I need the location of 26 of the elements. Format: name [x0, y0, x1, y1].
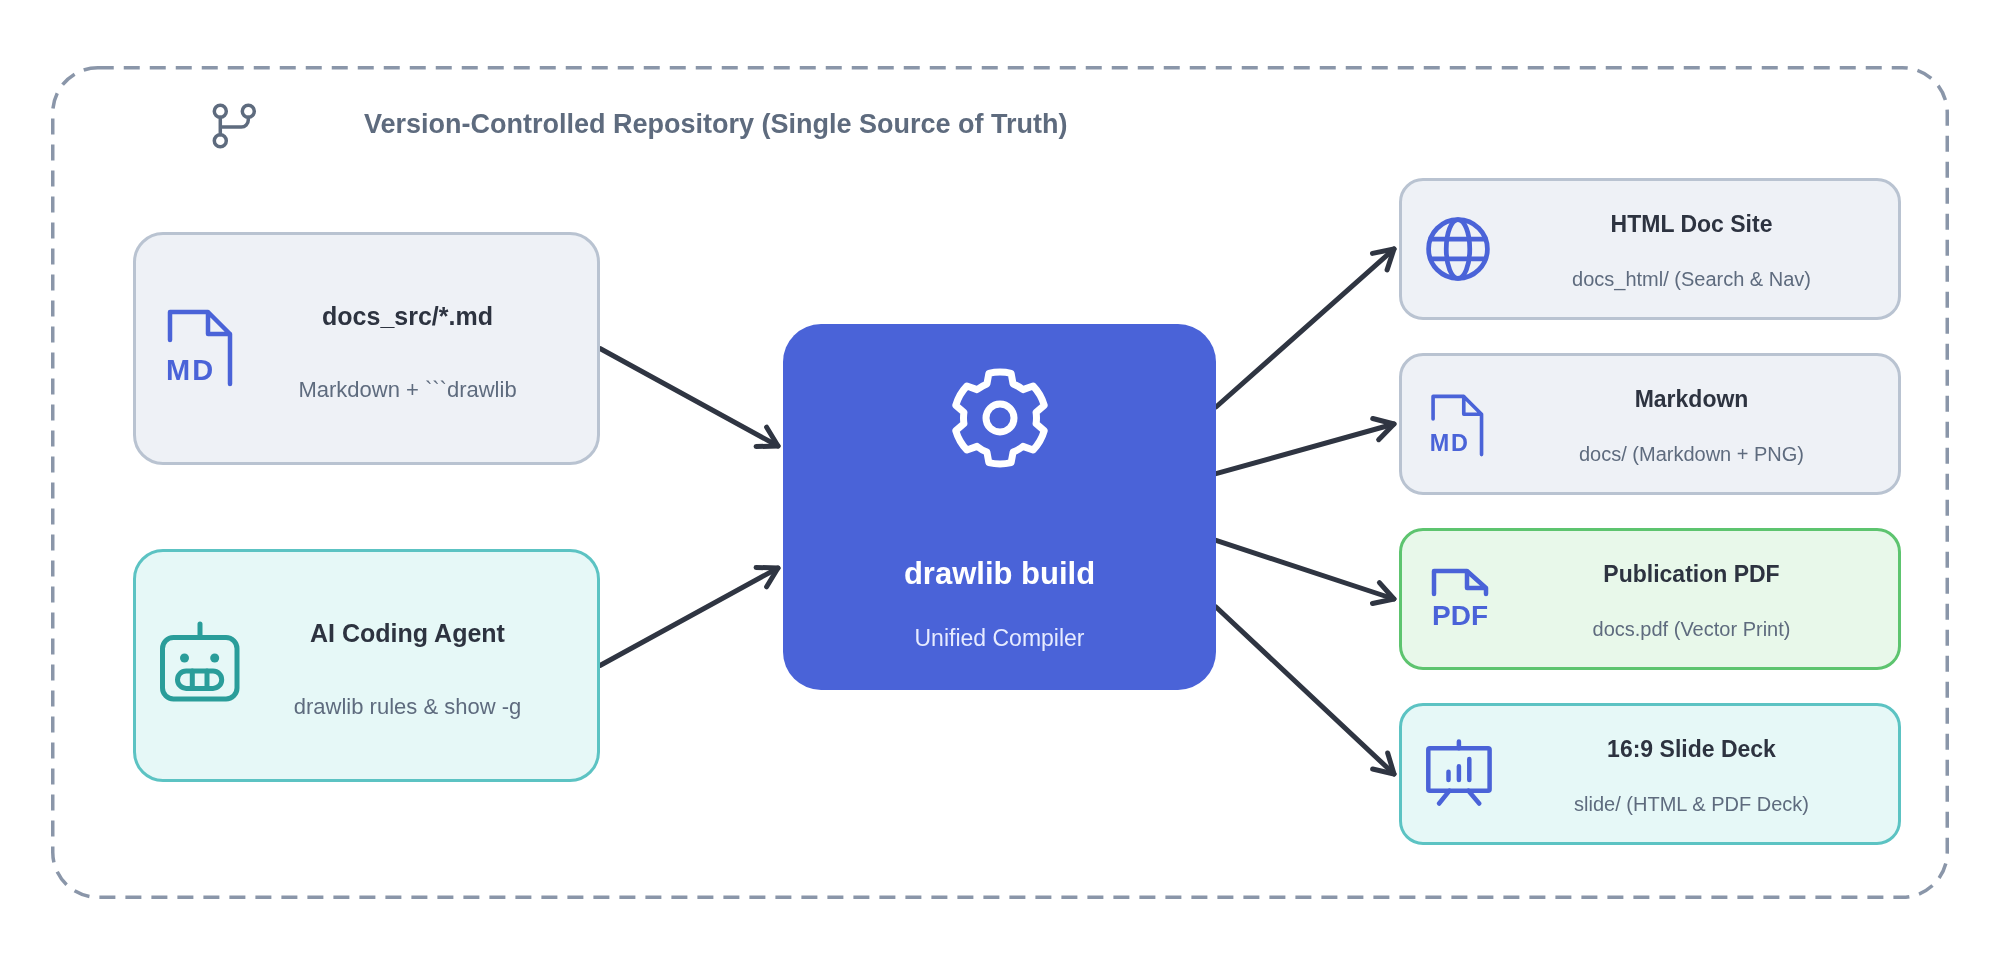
node-subtitle: Markdown + ```drawlib — [298, 376, 517, 403]
node-title: Publication PDF — [1603, 560, 1780, 589]
node-subtitle: drawlib rules & show -g — [293, 693, 522, 720]
node-subtitle: Unified Compiler — [914, 625, 1085, 653]
node-title: docs_src/*.md — [322, 300, 493, 331]
node-subtitle: slide/ (HTML & PDF Deck) — [1574, 791, 1809, 816]
node-title: HTML Doc Site — [1610, 210, 1773, 239]
output-card — [1399, 528, 1901, 670]
output-card — [1399, 353, 1901, 495]
source-card — [133, 232, 600, 465]
output-card — [1399, 703, 1901, 845]
node-subtitle: docs/ (Markdown + PNG) — [1578, 441, 1805, 466]
group-title: Version-Controlled Repository (Single Source of Truth) — [364, 107, 1068, 141]
node-title: Markdown — [1634, 385, 1749, 414]
file-type-label: MD — [165, 353, 215, 386]
agent-card — [133, 549, 600, 782]
node-title: drawlib build — [903, 555, 1096, 593]
node-title: AI Coding Agent — [310, 617, 505, 648]
file-type-label: MD — [1429, 429, 1469, 456]
node-subtitle: docs_html/ (Search & Nav) — [1572, 266, 1811, 291]
output-card — [1399, 178, 1901, 320]
node-subtitle: docs.pdf (Vector Print) — [1592, 616, 1791, 641]
build-card — [783, 324, 1216, 690]
node-title: 16:9 Slide Deck — [1607, 735, 1776, 764]
repository-frame — [51, 66, 1949, 899]
file-type-label: PDF — [1431, 599, 1488, 631]
